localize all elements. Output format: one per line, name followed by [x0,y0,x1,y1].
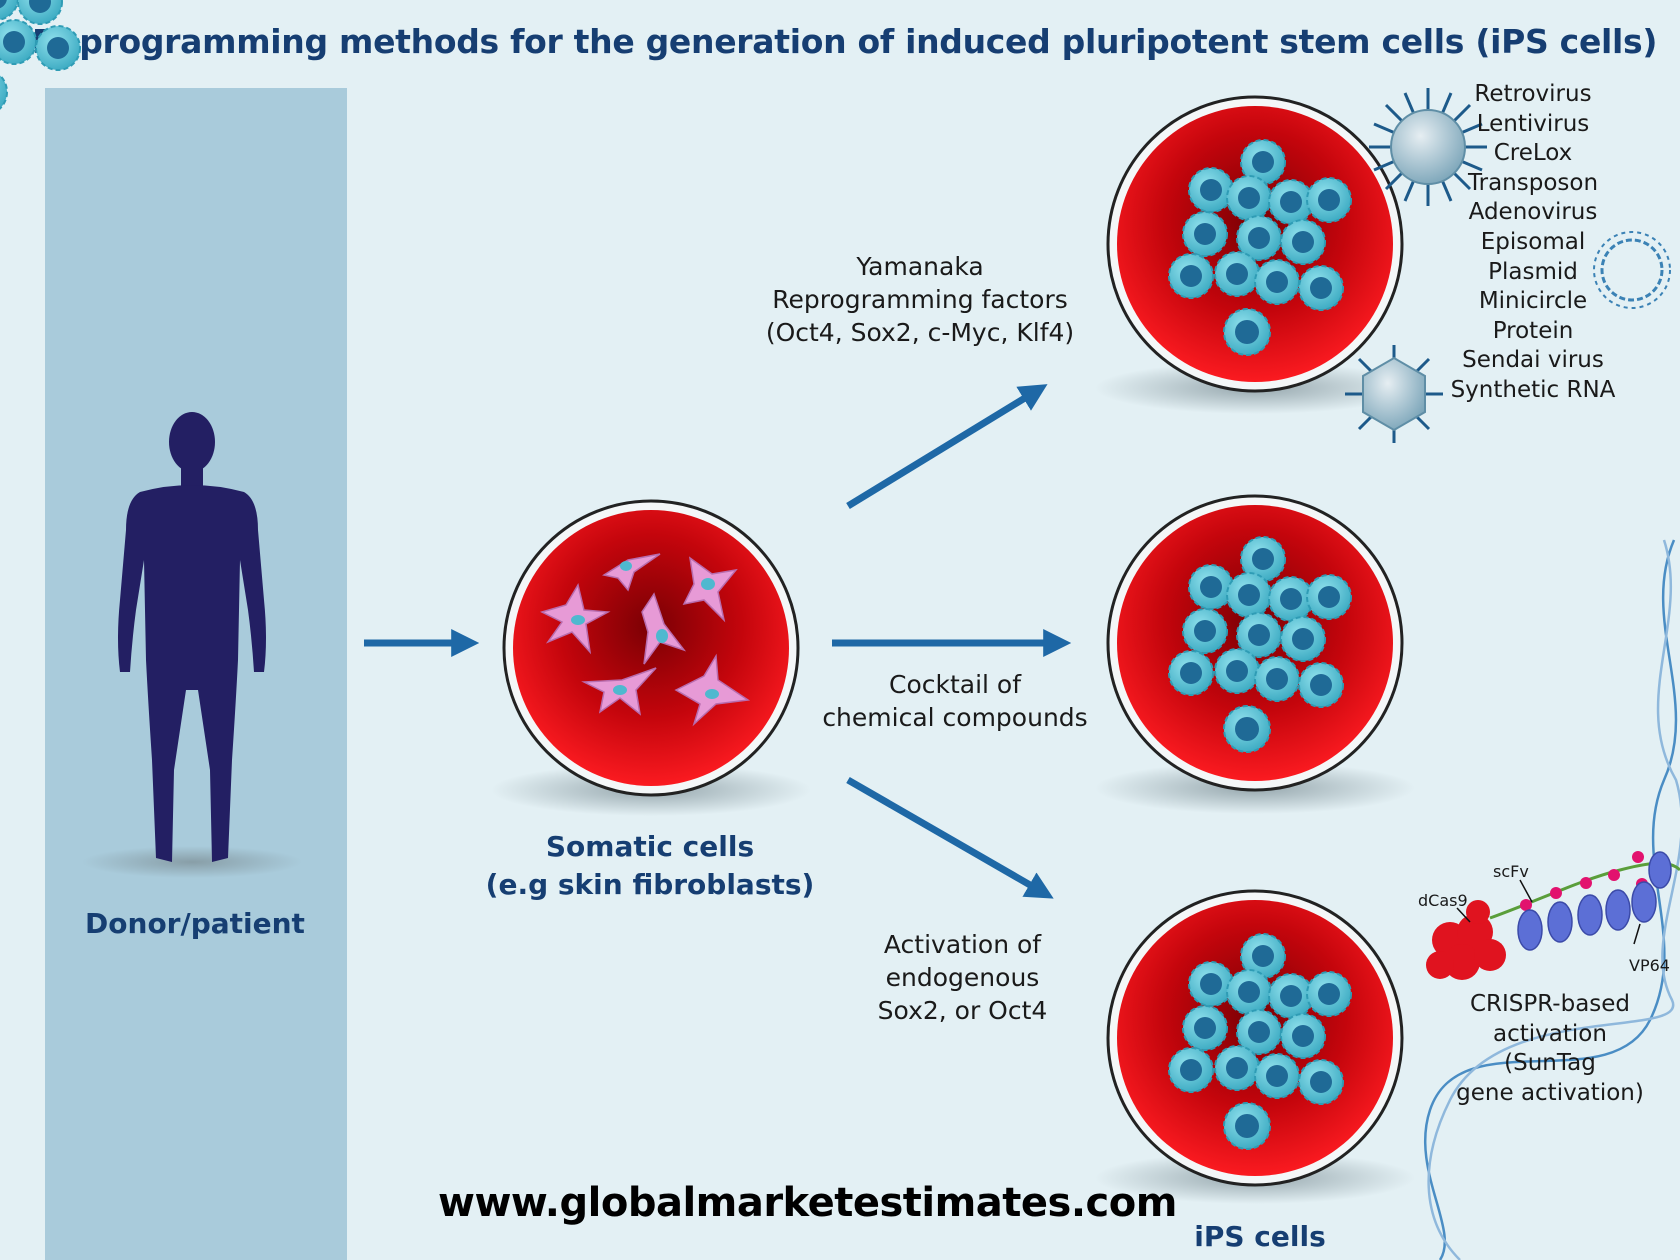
somatic-cells-label: Somatic cells (e.g skin fibroblasts) [450,828,850,904]
endogenous-line2: endogenous [885,963,1040,992]
arrow-to-yamanaka [846,384,1048,509]
method-item: Sendai virus [1462,347,1604,374]
dcas9-label: dCas9 [1418,891,1468,910]
donor-label: Donor/patient [85,907,305,940]
crispr-line2: activation [1493,1020,1607,1047]
crispr-label: CRISPR-based activation (SunTag gene act… [1440,990,1660,1108]
method-item: Retrovirus [1474,81,1592,107]
crispr-suntag-icon [1426,851,1680,980]
retrovirus-icon [1369,88,1487,206]
ips-cells-label: iPS cells [1194,1220,1326,1253]
ips-dish-endogenous [1095,889,1415,1204]
ips-cell-cluster [0,0,81,110]
method-item: Minicircle [1478,288,1588,315]
method-item: CreLox [1493,140,1573,167]
crispr-line3: (SunTag [1504,1050,1596,1076]
yamanaka-line3: (Oct4, Sox2, c-Myc, Klf4) [765,318,1075,347]
somatic-label-line1: Somatic cells [545,830,755,863]
yamanaka-label: Yamanaka Reprogramming factors (Oct4, So… [740,250,1100,349]
crispr-line1: CRISPR-based [1469,991,1631,1017]
yamanaka-line2: Reprogramming factors [772,285,1068,314]
crispr-line4: gene activation) [1456,1079,1644,1106]
chemical-line2: chemical compounds [822,703,1088,732]
ips-dish-chemical [1095,494,1415,814]
method-item: Synthetic RNA [1450,376,1616,403]
human-silhouette-icon [82,412,302,878]
scfv-label: scFv [1493,862,1529,881]
ips-dish-yamanaka [1095,95,1415,414]
method-item: Protein [1492,317,1574,344]
yamanaka-line1: Yamanaka [856,252,984,281]
website-url: www.globalmarketestimates.com [438,1180,1177,1226]
plasmid-icon [1593,231,1671,309]
method-item: Transposon [1467,169,1599,196]
endogenous-label: Activation of endogenous Sox2, or Oct4 [840,928,1085,1027]
page-title: Reprogramming methods for the generation… [32,22,1658,61]
dna-helix-icon [1424,539,1680,1260]
vp64-label: VP64 [1629,956,1670,975]
adenovirus-icon [1345,345,1443,443]
method-item: Lentivirus [1476,110,1590,137]
method-item: Episomal [1480,228,1586,255]
endogenous-line1: Activation of [883,930,1042,959]
somatic-dish [491,499,811,816]
method-item: Plasmid [1488,258,1578,285]
somatic-label-line2: (e.g skin fibroblasts) [485,868,815,901]
endogenous-line3: Sox2, or Oct4 [877,996,1048,1025]
delivery-methods-list: Retrovirus Lentivirus CreLox Transposon … [1430,80,1636,406]
chemical-line1: Cocktail of [888,670,1022,699]
method-item: Adenovirus [1468,199,1598,226]
arrow-to-endogenous [846,776,1054,899]
chemical-label: Cocktail of chemical compounds [780,668,1130,734]
